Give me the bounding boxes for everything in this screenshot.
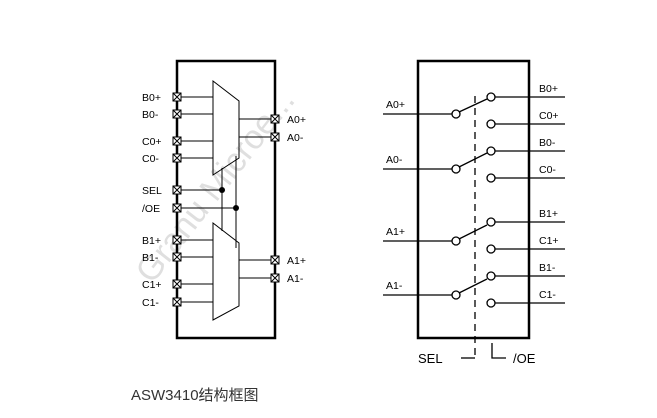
- output-label-c1m: C1-: [539, 289, 556, 301]
- right-chip: [383, 59, 565, 359]
- pin-label-c1p: C1+: [142, 279, 162, 291]
- pin-label-b0m: B0-: [142, 109, 159, 121]
- left-chip: [175, 59, 277, 340]
- pin-label-sel: SEL: [142, 185, 162, 197]
- output-label-b0p: B0+: [539, 83, 558, 95]
- oe-label: /OE: [513, 351, 536, 366]
- top-mux: [212, 79, 240, 176]
- pin-label-c0m: C0-: [142, 153, 159, 165]
- output-label-b1p: B1+: [539, 208, 558, 220]
- right-chip-body: [416, 59, 531, 340]
- left-chip-body: [175, 59, 277, 340]
- output-label-b1m: B1-: [539, 262, 556, 274]
- pin-label-b1m: B1-: [142, 252, 159, 264]
- pin-label-a1m: A1-: [287, 273, 304, 285]
- pin-label-b1p: B1+: [142, 235, 161, 247]
- oe-junction-dot: [233, 205, 239, 211]
- bottom-mux: [212, 221, 240, 321]
- pin-label-a0m: A0-: [287, 132, 304, 144]
- switch-contacts: [451, 92, 496, 308]
- output-label-c1p: C1+: [539, 235, 559, 247]
- sel-junction-dot: [219, 187, 225, 193]
- pin-label-oe: /OE: [142, 203, 160, 215]
- pin-label-b0p: B0+: [142, 92, 161, 104]
- output-label-c0p: C0+: [539, 110, 559, 122]
- left-pin-markers: [172, 92, 280, 307]
- input-label-a1m: A1-: [386, 280, 403, 292]
- pin-label-a1p: A1+: [287, 255, 306, 267]
- pin-label-c0p: C0+: [142, 136, 162, 148]
- input-label-a0m: A0-: [386, 154, 403, 166]
- input-label-a1p: A1+: [386, 226, 405, 238]
- output-label-b0m: B0-: [539, 137, 556, 149]
- output-label-c0m: C0-: [539, 164, 556, 176]
- sel-label: SEL: [418, 351, 443, 366]
- figure-caption: ASW3410结构框图: [131, 387, 259, 404]
- input-label-a0p: A0+: [386, 99, 405, 111]
- pin-label-c1m: C1-: [142, 297, 159, 309]
- pin-label-a0p: A0+: [287, 114, 306, 126]
